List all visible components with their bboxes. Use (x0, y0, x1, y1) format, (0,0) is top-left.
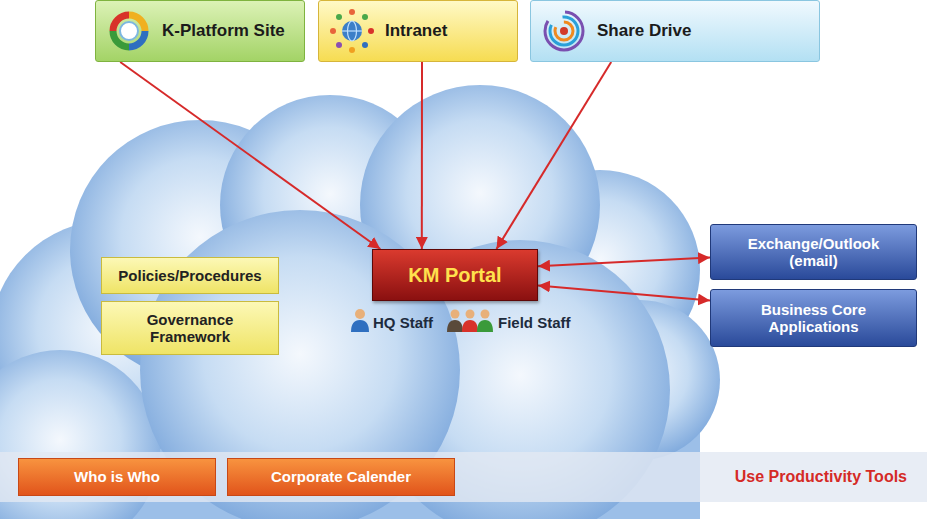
box-text: Governance Framework (110, 311, 270, 346)
field-staff-icon (447, 310, 493, 333)
tools-band: Use Productivity Tools Who is Who Corporat… (0, 452, 927, 502)
box-text: Share Drive (597, 21, 692, 41)
portal-box: KM Portal (372, 249, 538, 301)
box-text: Use Productivity Tools (735, 468, 907, 486)
box-text: Exchange/Outlook (email) (724, 235, 904, 270)
source-box: Share Drive (530, 0, 820, 62)
source-box: K-Platform Site (95, 0, 305, 62)
box-icon (106, 8, 152, 54)
system-box: Business Core Applications (710, 289, 917, 347)
box-text: K-Platform Site (162, 21, 285, 41)
box-icon-shape (113, 15, 145, 47)
box-icon (329, 8, 375, 54)
box-icon (541, 8, 587, 54)
flow-arrow (421, 62, 423, 249)
tool-box: Who is Who (18, 458, 216, 496)
policy-box: Governance Framework (101, 301, 279, 355)
box-icon-shape (330, 9, 374, 53)
box-text: Policies/Procedures (118, 267, 261, 284)
flow-arrow (120, 62, 380, 249)
box-text: Business Core Applications (724, 301, 904, 336)
box-text: Intranet (385, 21, 447, 41)
source-box: Intranet (318, 0, 518, 62)
system-box: Exchange/Outlook (email) (710, 224, 917, 280)
hq-staff-icon (351, 309, 369, 332)
flow-arrow (538, 258, 710, 267)
policy-box: Policies/Procedures (101, 257, 279, 294)
staff-label: HQ Staff (373, 314, 433, 331)
box-icon-shape (545, 12, 583, 50)
flow-arrow (497, 62, 612, 249)
box-text: KM Portal (408, 264, 501, 287)
tool-box: Corporate Calender (227, 458, 455, 496)
staff-label: Field Staff (498, 314, 571, 331)
box-text: Corporate Calender (271, 468, 411, 485)
staff-icons (351, 309, 493, 332)
flow-arrow (538, 285, 710, 300)
box-text: Who is Who (74, 468, 160, 485)
